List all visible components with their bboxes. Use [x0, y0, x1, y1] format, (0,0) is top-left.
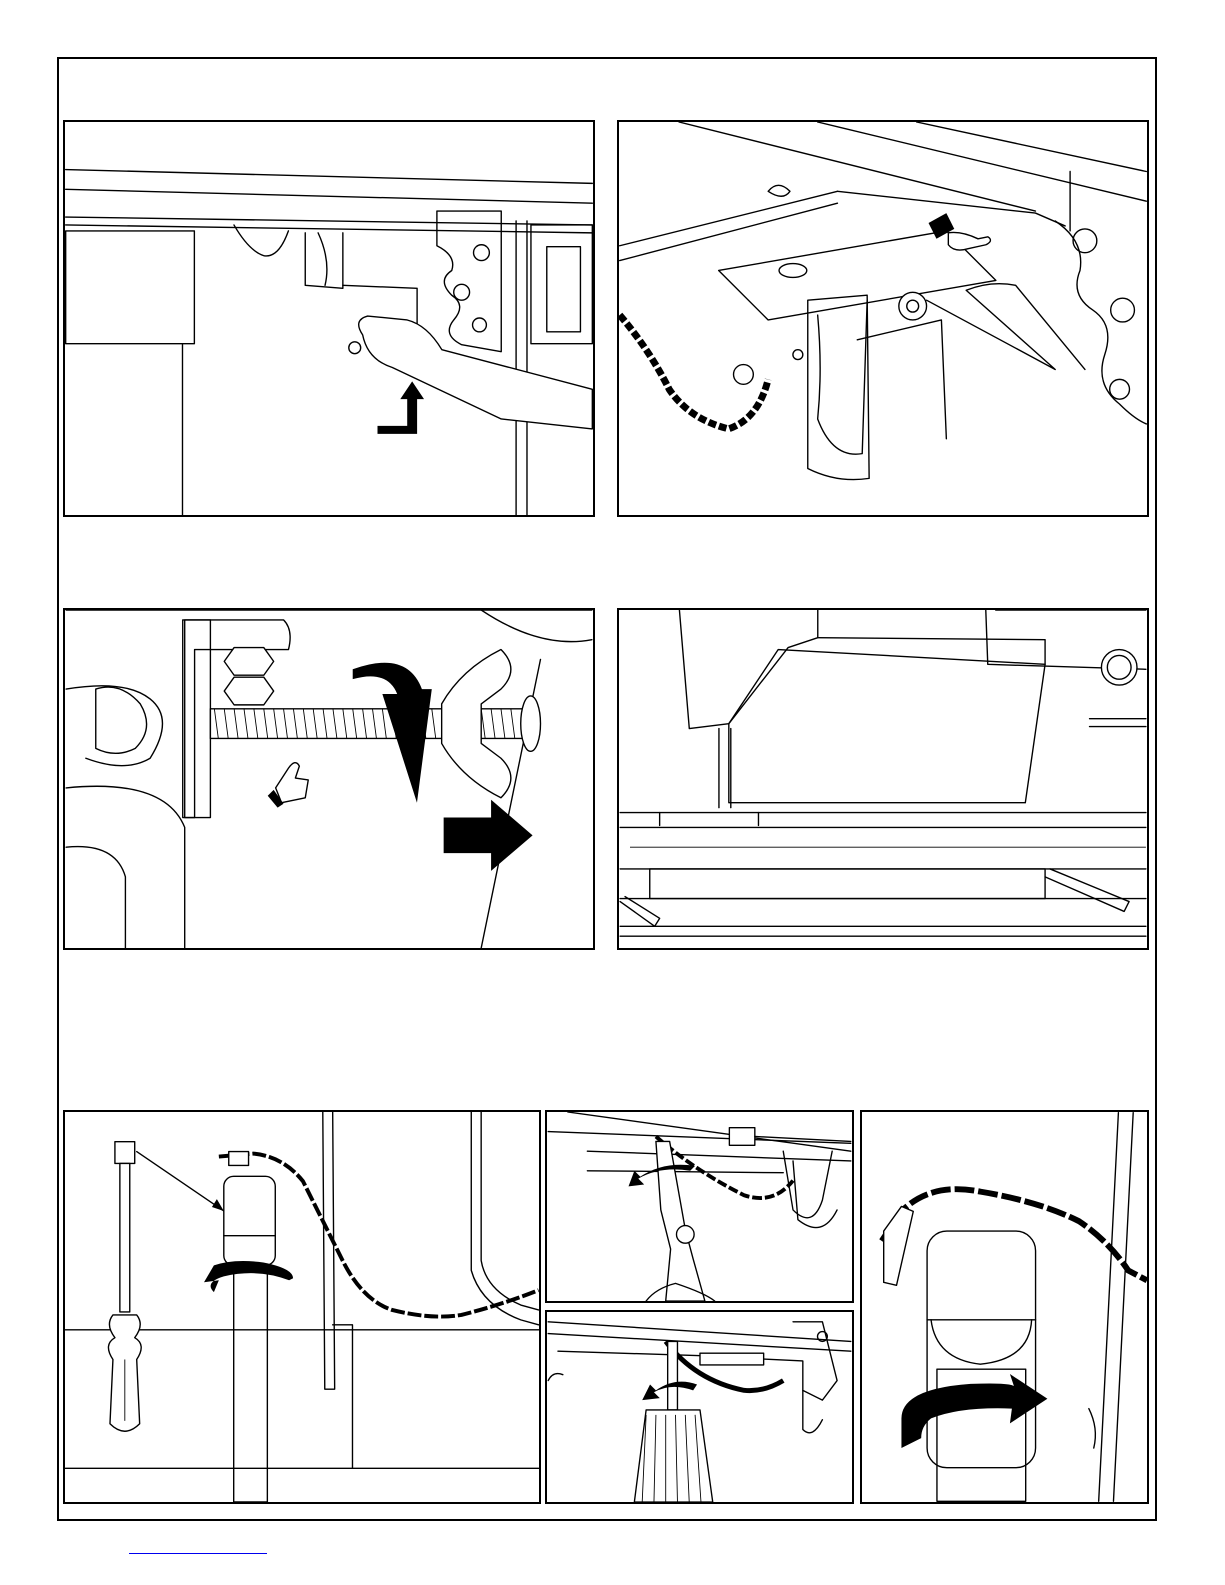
right-arrow-icon	[444, 800, 533, 871]
panel-drill-chain	[545, 1310, 854, 1504]
latch-bracket-illustration	[619, 122, 1147, 515]
counterclockwise-arrow-icon	[204, 1261, 293, 1292]
footer-link[interactable]	[129, 1553, 267, 1554]
pointing-hand-icon	[268, 763, 309, 808]
screwdriver-chain-illustration	[65, 1112, 539, 1502]
panel-wingnut-threaded-rod	[63, 608, 595, 950]
pliers-chain-illustration	[547, 1112, 852, 1301]
up-arrow-icon	[378, 381, 425, 433]
drill-chain-illustration	[547, 1312, 852, 1502]
side-rail-illustration	[619, 610, 1147, 948]
chain-nut-closeup-illustration	[862, 1112, 1147, 1502]
panel-frame-latch-bracket	[617, 120, 1149, 517]
panel-frame-underside-pin	[63, 120, 595, 517]
panel-pliers-chain	[545, 1110, 854, 1303]
hand-icon	[96, 687, 147, 753]
latch-pin-icon	[899, 284, 1085, 370]
chain-icon	[234, 225, 288, 256]
panel-chain-nut-closeup	[860, 1110, 1149, 1504]
wingnut-illustration	[65, 610, 593, 948]
knob-icon	[1101, 650, 1137, 686]
screwdriver-icon	[108, 1142, 141, 1432]
pointing-hand-icon	[929, 213, 991, 250]
panel-table-side-rail	[617, 608, 1149, 950]
hand-icon	[349, 316, 593, 429]
frame-underside-illustration	[65, 122, 593, 515]
panel-screwdriver-chain-nut	[63, 1110, 541, 1504]
